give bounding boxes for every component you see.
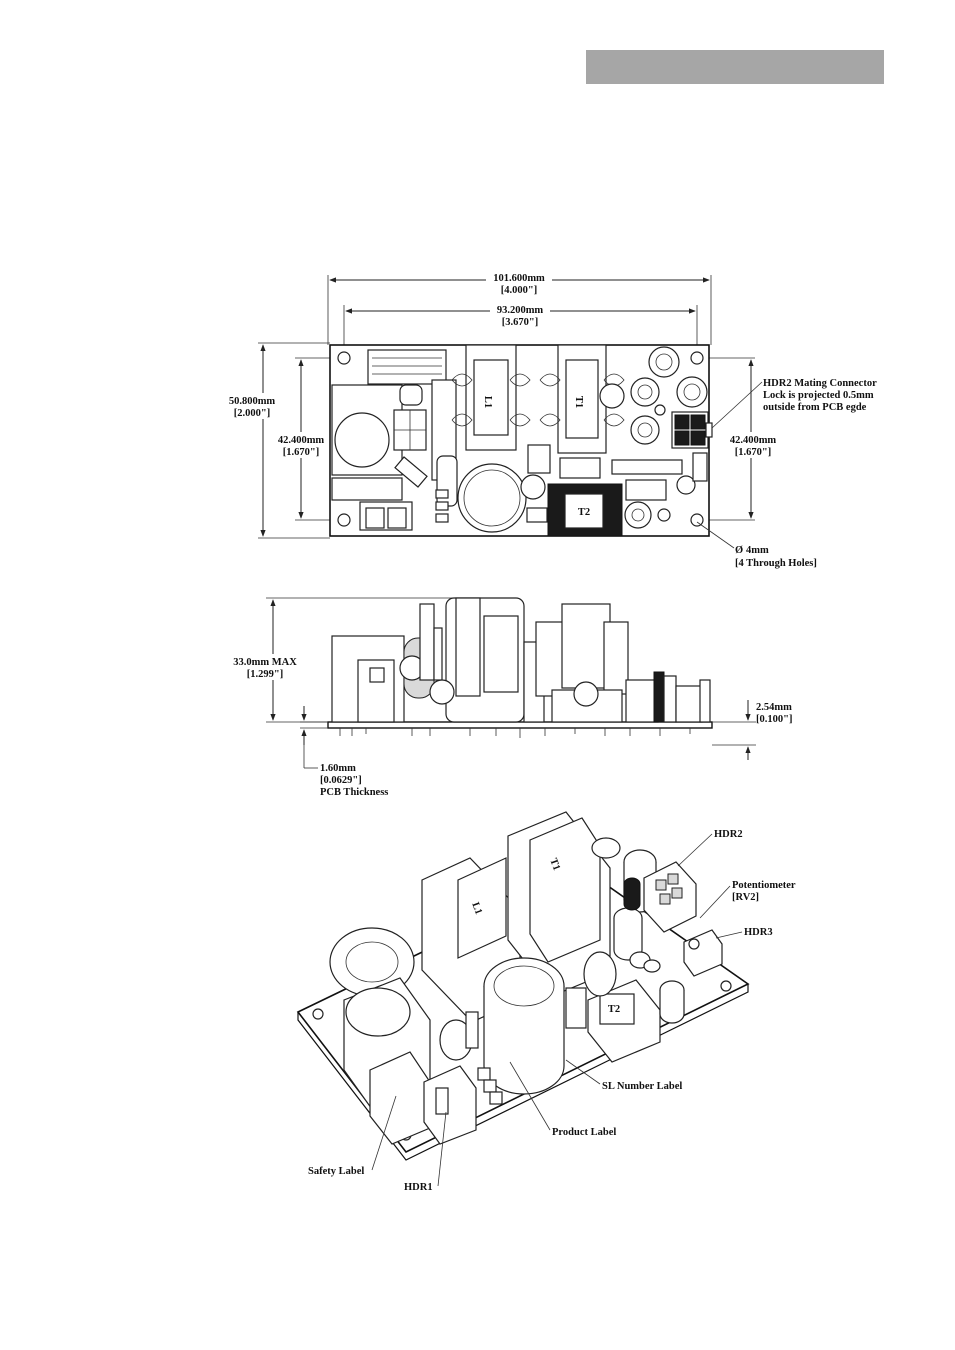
dim-height-max-in: [1.299"] [247,669,283,680]
top-view: 101.600mm [4.000"] 93.200mm [3.670"] 50.… [222,270,877,569]
header-bar [586,50,884,84]
dim-standoff-mm: 2.54mm [756,702,792,713]
dim-pcb-label: PCB Thickness [320,787,388,798]
callout-hdr1: HDR1 [404,1182,433,1193]
note-hdr2-line2: Lock is projected 0.5mm [763,390,874,401]
dim-height-outer-in: [2.000"] [234,408,270,419]
callout-safety-label: Safety Label [308,1166,364,1177]
callout-sl-number-label: SL Number Label [602,1081,682,1092]
callout-rv2: [RV2] [732,892,759,903]
dim-width-inner-in: [3.670"] [502,317,538,328]
callout-hdr2: HDR2 [714,829,743,840]
dim-height-inner-left-mm: 42.400mm [278,435,325,446]
note-hole-count: [4 Through Holes] [735,558,817,569]
pcb-side [327,721,713,729]
dim-width-outer-in: [4.000"] [501,285,537,296]
label-l1: L1 [482,396,493,408]
note-hdr2-line3: outside from PCB egde [763,402,867,413]
dim-standoff-in: [0.100"] [756,714,792,725]
iso-label-t1: T1 [547,857,562,872]
dim-pcb-in: [0.0629"] [320,775,362,786]
dimension-height-inner-left: 42.400mm [1.670"] [272,357,342,521]
callout-product-label: Product Label [552,1127,616,1138]
side-view-components [331,597,711,723]
mounting-hole [337,351,351,365]
note-hdr2-line1: HDR2 Mating Connector [763,378,877,389]
dimension-width-inner: 93.200mm [3.670"] [343,302,698,352]
callout-hdr3: HDR3 [744,927,773,938]
isometric-components: L1 T1 T2 [329,811,723,1145]
diameter-symbol: Ø [735,545,743,556]
label-t2: T2 [578,507,590,518]
iso-label-t2: T2 [608,1004,620,1015]
dim-pcb-mm: 1.60mm [320,763,356,774]
mounting-hole [690,513,704,527]
iso-callouts: HDR2 Potentiometer [RV2] HDR3 SL Number … [308,829,796,1193]
dim-height-outer-mm: 50.800mm [229,396,276,407]
dim-height-inner-right-mm: 42.400mm [730,435,777,446]
side-view: 33.0mm MAX [1.299"] [232,597,792,798]
dim-height-inner-right-in: [1.670"] [735,447,771,458]
dim-width-inner-mm: 93.200mm [497,305,544,316]
dim-width-outer-mm: 101.600mm [493,273,545,284]
label-t1: T1 [573,396,584,408]
mounting-hole [690,351,704,365]
mounting-hole [337,513,351,527]
dimension-height-outer: 50.800mm [2.000"] [222,342,330,539]
iso-label-l1: L1 [469,901,484,916]
top-view-components: L1 T1 T2 [331,344,713,537]
callout-potentiometer: Potentiometer [732,880,796,891]
dimension-width-outer: 101.600mm [4.000"] [327,270,712,345]
isometric-view: L1 T1 T2 [296,811,796,1193]
dim-height-max-mm: 33.0mm MAX [233,657,297,668]
note-hole-diameter: 4mm [746,545,769,556]
dim-height-inner-left-in: [1.670"] [283,447,319,458]
dimension-height-inner-right: 42.400mm [1.670"] [700,357,782,521]
